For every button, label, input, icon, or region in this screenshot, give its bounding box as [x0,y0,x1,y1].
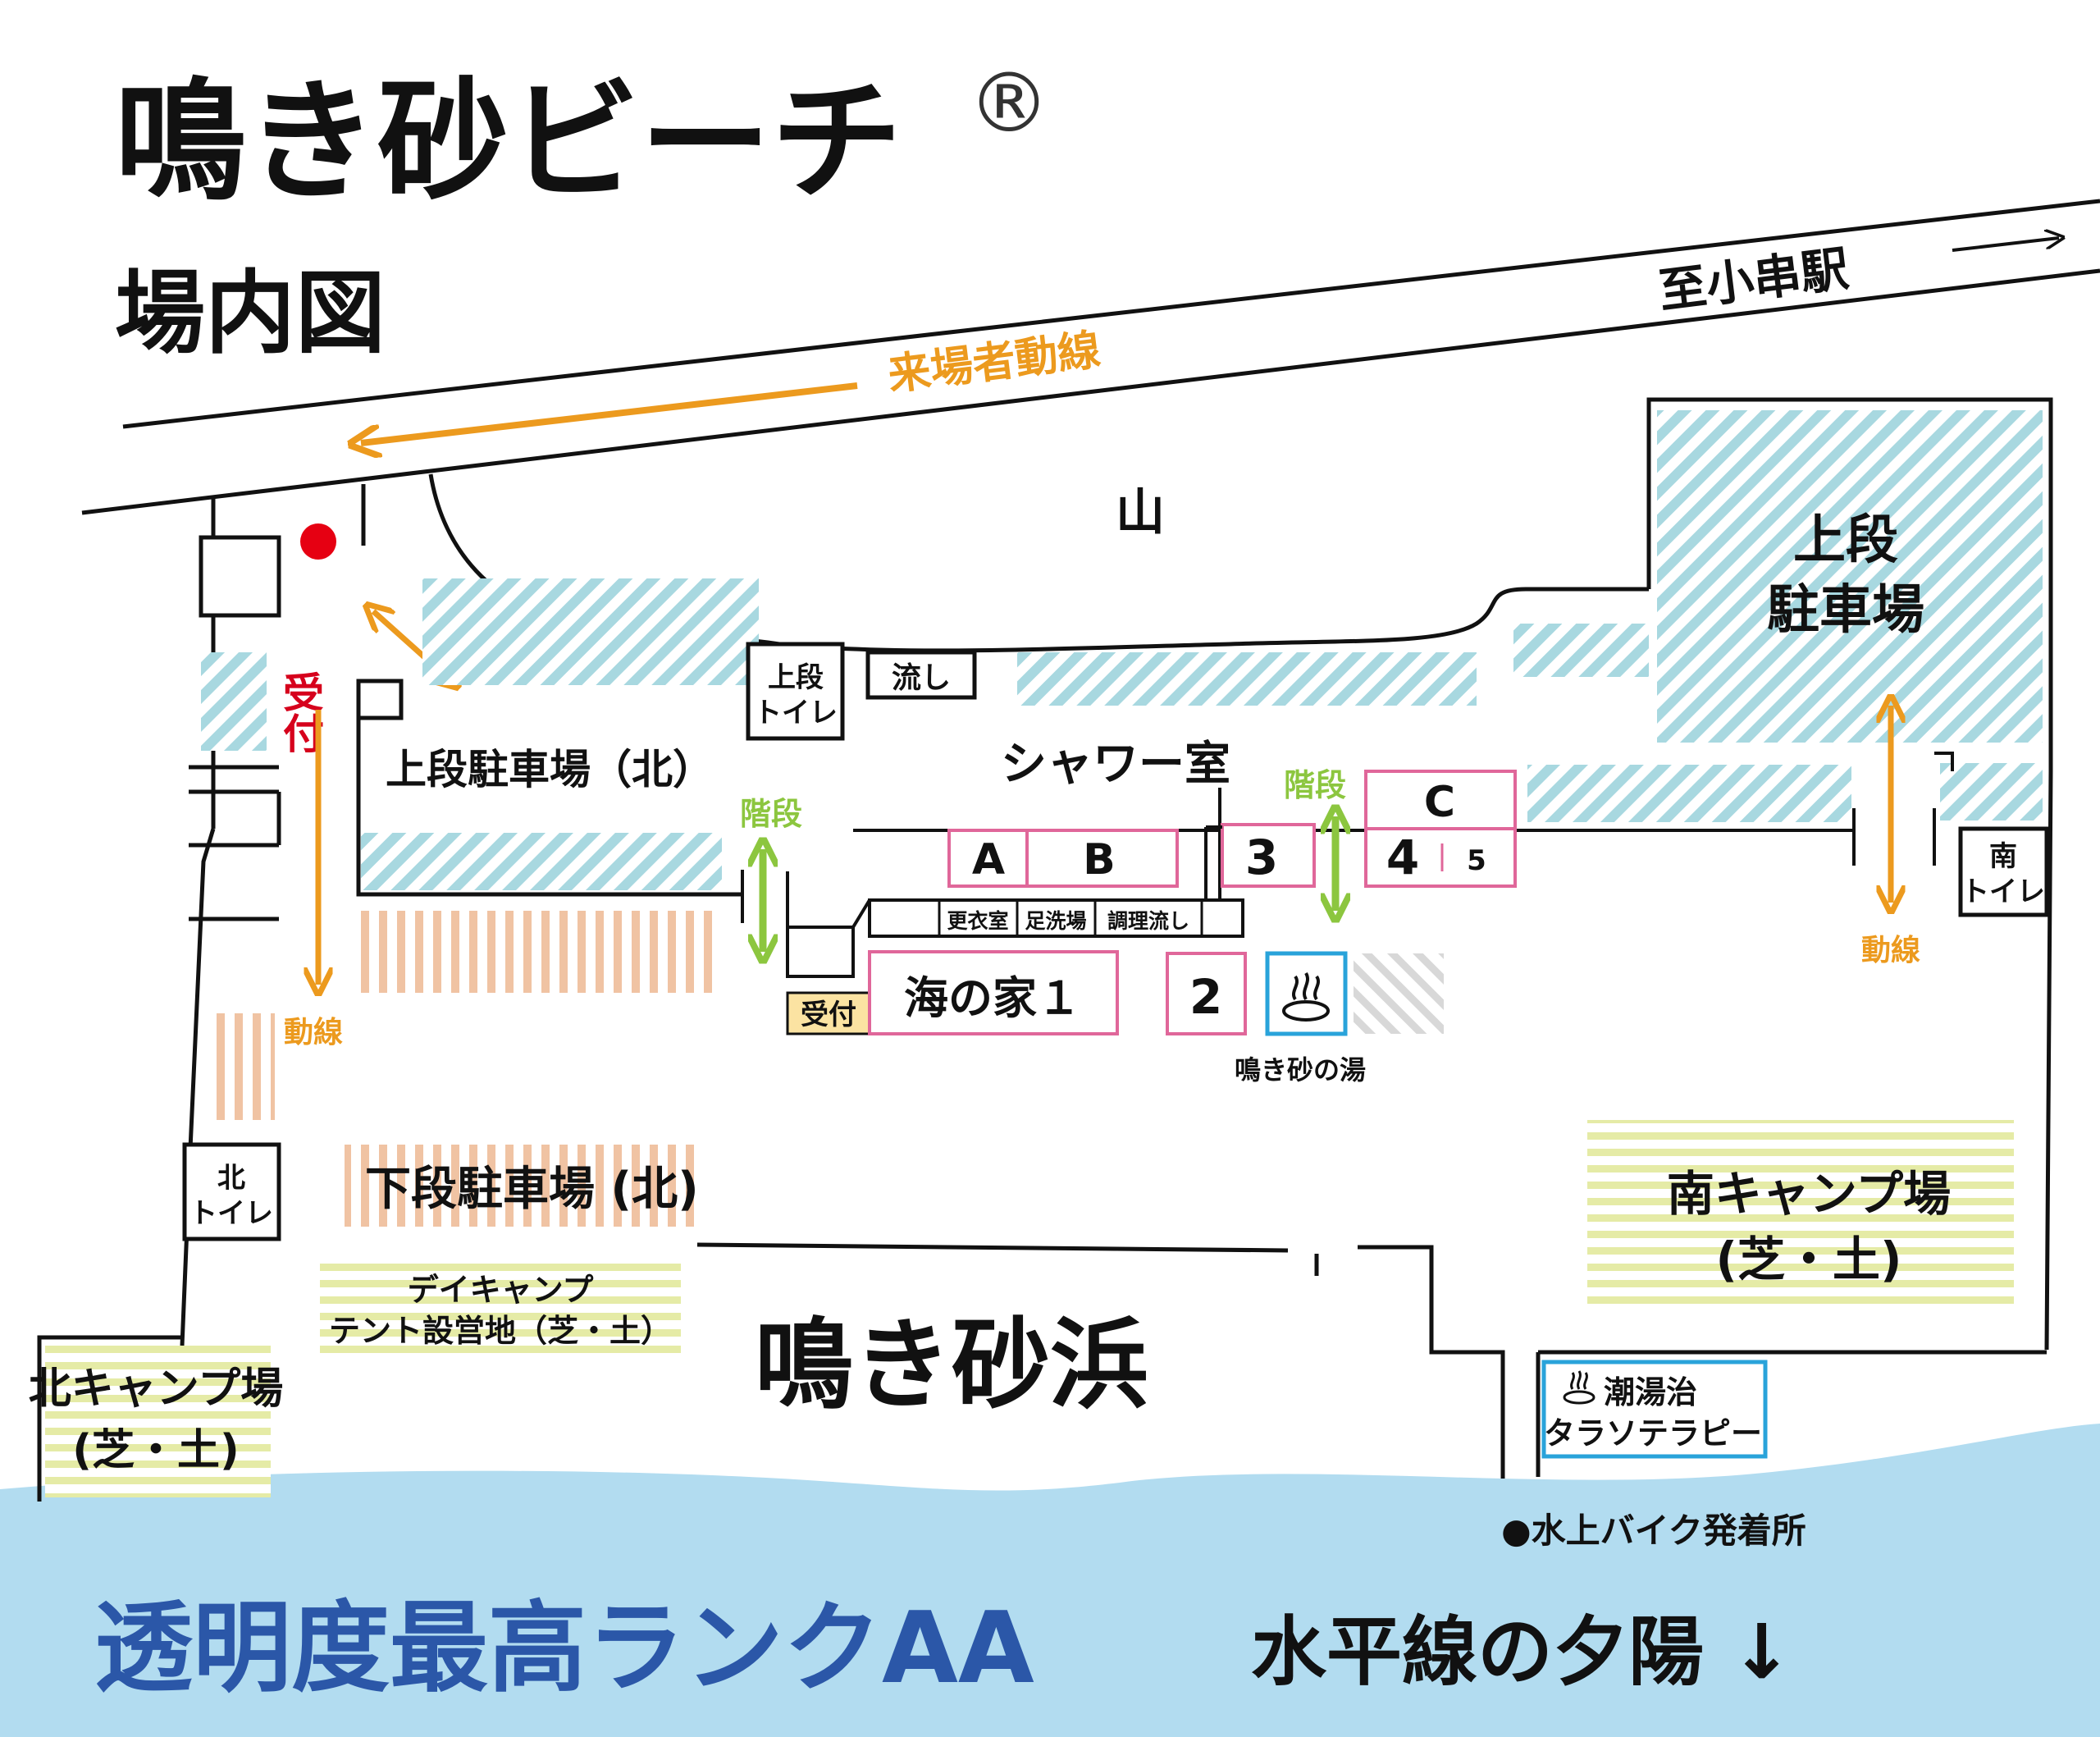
upper-toilet-label-1: 上段 [768,661,824,694]
upper-toilet-label-2: トイレ [754,697,838,729]
booth-2-label: 2 [1189,969,1222,1025]
hot-spring-label: 鳴き砂の湯 [1235,1054,1366,1086]
stairs-left-label: 階段 [740,796,802,832]
thalasso-label-1: 潮湯治 [1604,1374,1697,1410]
stairs-right-label: 階段 [1284,767,1346,803]
road-line-upper [122,199,2100,429]
upper-parking-north-box [356,679,404,720]
upper-toilet-box [746,642,845,741]
south-toilet-box [1958,826,2049,917]
upper-parking-south-hatch [1657,410,2043,743]
sink-box [865,650,977,700]
booth-4-label: 4 [1386,830,1419,885]
hot-spring-box [1265,951,1348,1036]
south-camp-label-1: 南キャンプ場 [1667,1166,1951,1222]
mountain-label: 山 [1116,484,1165,542]
upper-parking-south-label-1: 上段 [1793,510,1898,571]
north-box-1 [199,535,281,618]
upper-parking-north-hatch-top [422,578,759,685]
beach-boundary-left [696,1242,1289,1253]
road-line-lower [81,268,2100,515]
beach-house-reception-box [786,991,871,1035]
booth-45 [1364,827,1517,888]
north-camp-border [37,1335,182,1502]
visitor-flow-arrow [361,382,858,443]
upper-parking-north-hatch [361,833,722,890]
booth-3-label: 3 [1245,830,1278,885]
hot-spring-icon [1282,971,1330,1022]
reception-dot [300,523,336,560]
transparency-label: 透明度最高ランクAA [94,1592,1034,1706]
north-toilet-label-1: 北 [217,1162,245,1195]
thalasso-label-2: タラソテラピー [1544,1415,1762,1451]
shower-room-label: シャワー室 [1001,738,1230,791]
booth-b-label: B [1083,835,1116,884]
map-title: 鳴き砂ビーチ [115,65,902,218]
north-flow-label: 動線 [284,1016,343,1049]
day-camp-label-1: デイキャンプ [408,1272,594,1308]
south-camp-stripes [1587,1120,2014,1305]
booth-c [1364,770,1517,830]
booth-2 [1166,952,1247,1035]
north-camp-stripes [45,1346,271,1497]
day-camp-stripes [320,1259,681,1362]
map-subtitle: 場内図 [115,261,386,366]
booth-c-label: C [1424,778,1455,827]
thalasso-box [1541,1360,1768,1459]
south-toilet-label-1: 南 [1989,840,2017,873]
hot-spring-grey-area [1354,953,1444,1034]
boundary-west-lower [180,828,216,1346]
north-toilet-box [182,1142,281,1241]
lower-parking-stripes [345,1145,697,1227]
upper-parking-south-label-2: 駐車場 [1767,580,1924,641]
sink-label: 流し [892,661,951,695]
beach-house-shed [786,926,855,978]
upper-parking-north-label: 上段駐車場（北） [386,746,714,793]
lower-parking-label: 下段駐車場 (北) [365,1163,699,1216]
changing-room-label: 更衣室 [947,909,1008,933]
north-parking-hatch [201,652,267,751]
booth-5-label: 5 [1467,844,1486,877]
south-toilet-label-2: トイレ [1961,875,2045,908]
beach-label: 鳴き砂浜 [755,1309,1148,1423]
cooking-sink-label: 調理流し [1107,909,1189,933]
north-camp-label-1: 北キャンプ場 [29,1364,283,1414]
upper-parking-south-flow-label: 動線 [1861,934,1920,967]
south-toilet-wall [1934,752,1954,771]
upper-strip-2 [1513,624,1649,677]
beach-house-walls [788,898,871,929]
booth-ab [947,829,1179,888]
beach-house-1-label: 海の家１ [904,972,1081,1024]
beach-boundary-right [1358,1245,1505,1479]
beach-house-1 [868,950,1119,1035]
sunset-label: 水平線の夕陽 ↓ [1251,1608,1793,1696]
foot-wash-label: 足洗場 [1025,909,1086,933]
lower-parking-stripes-top [361,911,714,993]
upper-strip-4 [1940,763,2043,821]
north-camp-label-2: (芝・土) [72,1426,240,1475]
registered-mark: ® [968,55,1050,151]
south-camp-label-2: (芝・土) [1715,1232,1901,1287]
north-path-stripes [209,1013,275,1120]
station-direction-arrow [1952,238,2059,252]
beach-house-reception-label: 受付 [801,999,856,1031]
service-strip [868,898,1244,938]
north-toilet-label-2: トイレ [189,1197,273,1230]
thalasso-hot-spring-icon [1563,1370,1596,1405]
upper-strip-3 [1527,765,1851,822]
day-camp-label-2: テント設営地（芝・土） [329,1313,672,1349]
jet-ski-label: ●水上バイク発着所 [1501,1511,1806,1551]
sea-area [0,1424,2100,1737]
upper-strip-1 [1017,652,1477,706]
booth-a-label: A [972,835,1005,884]
station-direction-label: 至小串駅 [1655,240,1851,319]
booth-3 [1221,823,1316,888]
boundary-south-parking [1646,397,2053,1351]
